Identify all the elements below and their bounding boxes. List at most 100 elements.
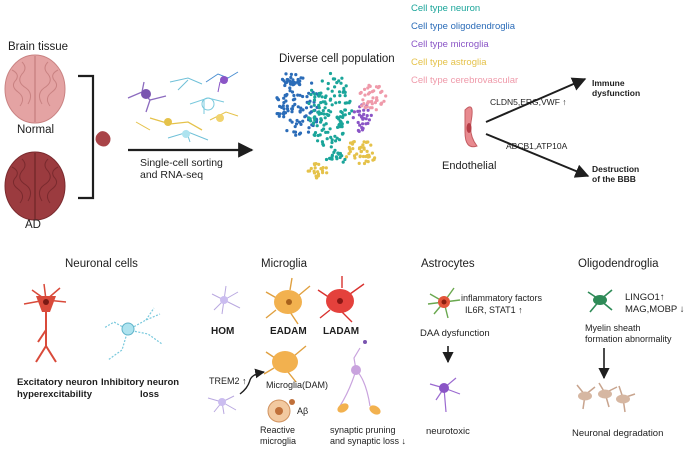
bbb-arrow bbox=[485, 133, 590, 178]
cell-dot bbox=[358, 123, 362, 127]
cell-dot bbox=[322, 127, 326, 131]
cell-dot bbox=[326, 87, 330, 91]
cell-dot bbox=[382, 99, 386, 103]
trem2-arrow bbox=[239, 368, 265, 395]
cell-dot bbox=[330, 89, 334, 93]
cell-dot bbox=[370, 99, 374, 103]
cell-dot bbox=[374, 108, 378, 112]
cell-dot bbox=[347, 111, 351, 116]
cell-dot bbox=[285, 129, 289, 133]
cell-dot bbox=[298, 131, 303, 135]
cell-dot bbox=[294, 133, 298, 137]
cell-dot bbox=[293, 130, 298, 134]
cell-dot bbox=[330, 138, 334, 142]
cell-dot bbox=[352, 140, 356, 144]
cell-dot bbox=[343, 90, 347, 94]
cell-dot bbox=[321, 143, 326, 147]
cell-dot bbox=[363, 87, 367, 91]
cell-dot bbox=[343, 157, 347, 162]
cell-dot bbox=[277, 114, 281, 118]
cell-dot bbox=[339, 81, 343, 85]
cell-dot bbox=[281, 104, 285, 108]
cell-dot bbox=[361, 154, 365, 159]
dam-label: Microglia(DAM) bbox=[266, 380, 329, 390]
synaptic-pruning-icon bbox=[337, 340, 381, 415]
cell-dot bbox=[306, 169, 310, 173]
cell-dot bbox=[324, 166, 328, 170]
cell-dot bbox=[369, 113, 373, 117]
cell-dot bbox=[289, 75, 293, 80]
cell-dot bbox=[324, 122, 328, 126]
cell-dot bbox=[329, 97, 333, 101]
cell-dot bbox=[289, 72, 293, 76]
cell-dot bbox=[350, 109, 354, 113]
cell-dot bbox=[328, 71, 333, 76]
cell-dot bbox=[317, 162, 321, 166]
cell-dot bbox=[290, 110, 294, 114]
cell-dot bbox=[333, 134, 337, 138]
cell-dot bbox=[370, 151, 374, 155]
cell-dot bbox=[360, 126, 364, 130]
cell-dot bbox=[282, 107, 286, 111]
cell-dot bbox=[325, 137, 329, 141]
immune-arrow bbox=[485, 77, 587, 123]
cell-dot bbox=[360, 116, 364, 120]
cell-dot bbox=[344, 84, 348, 88]
cell-dot bbox=[318, 133, 322, 137]
abeta-label: Aβ bbox=[297, 406, 309, 416]
cell-dot bbox=[366, 155, 370, 159]
cell-dot bbox=[313, 92, 317, 96]
cell-dot bbox=[338, 115, 342, 119]
cell-dot bbox=[356, 128, 360, 133]
bbb-label-line1: Destruction bbox=[592, 164, 640, 174]
cell-dot bbox=[298, 79, 302, 83]
cell-dot bbox=[275, 112, 279, 116]
cell-dot bbox=[315, 124, 319, 128]
cell-dot bbox=[335, 81, 339, 85]
cell-dot bbox=[312, 109, 316, 113]
cell-dot bbox=[329, 145, 333, 149]
cell-dot bbox=[368, 84, 372, 88]
cell-dot bbox=[351, 147, 355, 151]
legend-neuron: Cell type neuron bbox=[411, 3, 481, 14]
ladam-microglia-icon bbox=[317, 276, 365, 323]
cell-dot bbox=[377, 84, 381, 89]
cell-dot bbox=[329, 110, 333, 114]
cell-dot bbox=[320, 79, 324, 83]
cell-dot bbox=[307, 126, 311, 130]
cell-dot bbox=[305, 95, 309, 99]
cell-dot bbox=[308, 117, 312, 121]
cell-dot bbox=[380, 89, 384, 93]
cell-dot bbox=[282, 79, 286, 83]
cell-dot bbox=[343, 113, 347, 117]
ad-brain-icon bbox=[4, 151, 66, 221]
cell-type-legend: Cell type neuron Cell type oligodendrogl… bbox=[411, 2, 518, 87]
sorting-label-line2: and RNA-seq bbox=[140, 169, 204, 181]
cell-dot bbox=[288, 86, 292, 90]
cell-dot bbox=[309, 105, 313, 109]
astrocytes-title: Astrocytes bbox=[421, 258, 475, 270]
reactive-line2: microglia bbox=[260, 436, 297, 446]
cell-dot bbox=[313, 131, 318, 135]
cell-dot bbox=[370, 106, 374, 110]
cell-dot bbox=[366, 86, 370, 90]
cell-dot bbox=[364, 117, 368, 121]
cell-dot bbox=[359, 150, 363, 154]
eadam-microglia-icon bbox=[265, 277, 311, 325]
excitatory-line2: hyperexcitability bbox=[17, 389, 92, 400]
cell-dot bbox=[294, 73, 298, 77]
cell-dot bbox=[355, 152, 359, 156]
cell-dot bbox=[316, 172, 321, 176]
cell-dot bbox=[290, 107, 294, 111]
astrocyte-icon bbox=[427, 287, 461, 319]
myelin-line1: Myelin sheath bbox=[585, 323, 641, 333]
cell-dot bbox=[334, 101, 338, 105]
trem2-label: TREM2 ↑ bbox=[209, 376, 247, 386]
lower-gene-list: ABCB1,ATP10A bbox=[506, 141, 568, 151]
ladam-label: LADAM bbox=[323, 326, 360, 337]
eadam-label: EADAM bbox=[270, 326, 307, 337]
cell-dot bbox=[314, 176, 319, 180]
cell-dot bbox=[298, 109, 302, 113]
cell-dot bbox=[374, 98, 379, 102]
cell-dot bbox=[299, 76, 303, 80]
